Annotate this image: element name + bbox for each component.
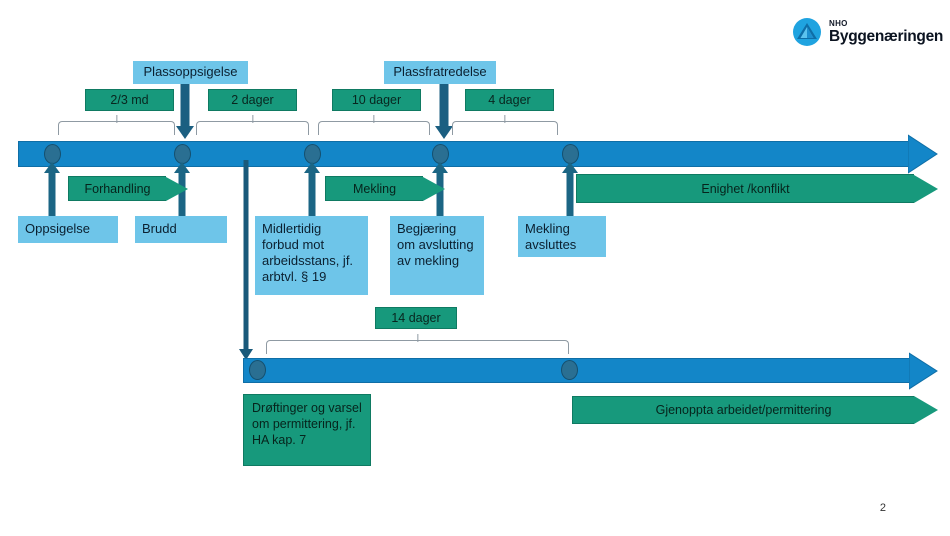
- event-label-plassoppsigelse: Plassoppsigelse: [133, 61, 248, 84]
- nho-triangle-icon: [792, 17, 822, 47]
- arrow-shaft: [48, 171, 56, 217]
- event-label-plassfratredelse: Plassfratredelse: [384, 61, 496, 84]
- milestone-box-midlertidig-forbud: Midlertidig forbud mot arbeidsstans, jf.…: [255, 216, 368, 295]
- arrow-head: [562, 162, 578, 173]
- arrow-shaft: [308, 171, 316, 217]
- bracket-tick: [416, 334, 419, 342]
- main-timeline: [18, 134, 938, 174]
- arrow-head: [176, 126, 194, 139]
- timeline-node-mekling-avsluttes: [562, 144, 579, 164]
- duration-label-10-dager: 10 dager: [332, 89, 421, 111]
- bracket-tick: [504, 115, 506, 123]
- duration-label-4-dager: 4 dager: [465, 89, 554, 111]
- nho-logo: NHO Byggenæringen: [792, 14, 943, 50]
- bracket-14-dager: [266, 334, 569, 354]
- milestone-box-brudd: Brudd: [135, 216, 227, 243]
- process-arrow-mekling: Mekling: [325, 176, 445, 201]
- process-arrow-label: Enighet /konflikt: [576, 174, 914, 203]
- process-arrow-label: Gjenoppta arbeidet/permittering: [572, 396, 914, 424]
- up-arrow-mekling-avsluttes: [561, 162, 579, 217]
- bracket-tick: [251, 115, 254, 123]
- arrow-head: [914, 396, 938, 424]
- lower-timeline-node-start: [249, 360, 266, 380]
- logo-main-text: Byggenæringen: [829, 27, 944, 45]
- main-timeline-arrowhead: [907, 134, 938, 174]
- arrow-shaft: [439, 84, 449, 128]
- arrow-shaft: [566, 171, 574, 217]
- milestone-box-begjaering: Begjæring om avslutting av mekling: [390, 216, 484, 295]
- process-arrow-forhandling: Forhandling: [68, 176, 188, 201]
- duration-label-14-dager: 14 dager: [375, 307, 457, 329]
- milestone-box-mekling-avsluttes: Mekling avsluttes: [518, 216, 606, 257]
- bracket-tick: [115, 115, 118, 123]
- arrow-head: [435, 126, 453, 139]
- bracket-4-dager: [452, 115, 558, 135]
- timeline-node-begjaering: [432, 144, 449, 164]
- connector-arrow-to-lower-timeline: [238, 160, 254, 360]
- page-number: 2: [879, 502, 886, 514]
- note-box-droftinger-permittering: Drøftinger og varsel om permittering, jf…: [243, 394, 371, 466]
- arrow-shaft: [243, 160, 249, 350]
- process-arrow-gjenoppta-arbeidet: Gjenoppta arbeidet/permittering: [572, 396, 938, 424]
- duration-label-2-dager: 2 dager: [208, 89, 297, 111]
- down-arrow-plassfratredelse: [433, 84, 455, 139]
- arrow-head: [166, 176, 188, 201]
- process-arrow-label: Forhandling: [68, 176, 166, 201]
- arrow-head: [423, 176, 445, 201]
- lower-timeline-arrowhead: [908, 352, 938, 390]
- process-arrow-enighet-konflikt: Enighet /konflikt: [576, 174, 938, 203]
- up-arrow-midlertidig-forbud: [303, 162, 321, 217]
- bracket-2-dager: [196, 115, 309, 135]
- process-arrow-label: Mekling: [325, 176, 423, 201]
- arrow-head: [239, 349, 253, 360]
- timeline-node-midlertidig-forbud: [304, 144, 321, 164]
- bracket-10-dager: [318, 115, 430, 135]
- up-arrow-oppsigelse: [43, 162, 61, 217]
- arrow-head: [304, 162, 320, 173]
- arrow-head: [174, 162, 190, 173]
- timeline-node-brudd: [174, 144, 191, 164]
- arrow-head: [44, 162, 60, 173]
- arrow-shaft: [180, 84, 190, 128]
- lower-timeline-node-14-dager: [561, 360, 578, 380]
- logo-small-text: NHO: [829, 18, 848, 28]
- arrow-head: [914, 174, 938, 203]
- arrow-head: [432, 162, 448, 173]
- bracket-tick: [373, 115, 375, 123]
- timeline-node-oppsigelse: [44, 144, 61, 164]
- main-timeline-bar: [18, 141, 910, 167]
- down-arrow-plassoppsigelse: [174, 84, 196, 139]
- bracket-2-3-md: [58, 115, 175, 135]
- lower-timeline: [243, 352, 938, 390]
- duration-label-2-3-md: 2/3 md: [85, 89, 174, 111]
- milestone-box-oppsigelse: Oppsigelse: [18, 216, 118, 243]
